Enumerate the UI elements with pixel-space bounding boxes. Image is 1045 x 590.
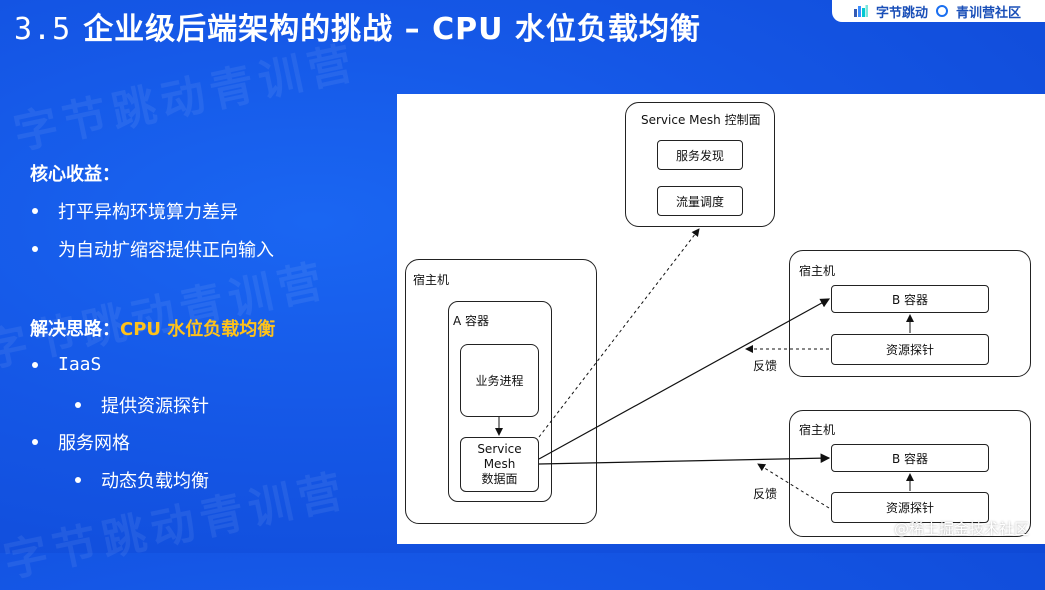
list-item-text: 服务网格: [58, 433, 130, 454]
title-text: 企业级后端架构的挑战 – CPU 水位负载均衡: [83, 12, 701, 47]
list-item-text: 打平异构环境算力差异: [58, 202, 238, 223]
approach-highlight: CPU 水位负载均衡: [120, 319, 276, 340]
sub-list-item: 提供资源探针: [75, 392, 209, 418]
credit-watermark: @稀土掘金技术社区: [893, 520, 1029, 538]
sub-list-item: 动态负载均衡: [75, 467, 209, 493]
bullet-icon: [32, 439, 38, 445]
sidecar-data-plane-box: Service Mesh 数据面: [460, 437, 539, 492]
service-discovery-box: 服务发现: [657, 140, 743, 170]
feedback-top-label: 反馈: [753, 359, 778, 373]
container-a-title: A 容器: [453, 314, 490, 328]
control-plane-title: Service Mesh 控制面: [641, 113, 761, 127]
camp-logo-text: 青训营社区: [956, 5, 1022, 21]
section-number: 3.5: [14, 12, 72, 47]
list-item: 服务网格: [32, 429, 130, 455]
list-item: 打平异构环境算力差异: [32, 198, 238, 224]
business-process-box: 业务进程: [460, 344, 539, 417]
list-item-text: 提供资源探针: [101, 396, 209, 417]
bullet-icon: [32, 361, 38, 368]
list-item-text: 为自动扩缩容提供正向输入: [58, 240, 274, 261]
approach-heading: 解决思路：CPU 水位负载均衡: [30, 319, 276, 340]
host-top-right-title: 宿主机: [799, 264, 836, 278]
bytedance-logo-text: 字节跳动: [876, 5, 929, 21]
list-item-text: 动态负载均衡: [101, 471, 209, 492]
page-title: 3.5 企业级后端架构的挑战 – CPU 水位负载均衡: [14, 4, 701, 48]
arrow-sidecar-to-control: [538, 228, 700, 438]
bullet-icon: [75, 477, 81, 483]
list-item-text: IaaS: [58, 354, 102, 375]
bullet-icon: [75, 402, 81, 408]
container-b-top-box: B 容器: [831, 285, 989, 313]
feedback-bottom-label: 反馈: [753, 487, 778, 501]
bullet-icon: [32, 246, 38, 252]
arrow-feedback-bottom: [757, 463, 830, 509]
arrow-sidecar-to-b-bottom: [538, 453, 831, 465]
bullet-icon: [32, 208, 38, 214]
host-bottom-right-title: 宿主机: [799, 423, 836, 437]
traffic-scheduling-box: 流量调度: [657, 186, 743, 216]
architecture-diagram: Service Mesh 控制面 服务发现 流量调度 宿主机 A 容器 业务进程…: [397, 94, 1045, 544]
probe-top-box: 资源探针: [831, 334, 989, 365]
camp-logo-icon: [936, 5, 949, 17]
benefit-heading: 核心收益：: [30, 164, 120, 185]
probe-bottom-box: 资源探针: [831, 492, 989, 523]
list-item: 为自动扩缩容提供正向输入: [32, 236, 274, 262]
logo-bar: 字节跳动 青训营社区: [832, 0, 1045, 22]
connector-arrows: [495, 228, 914, 509]
arrow-sidecar-to-b-top: [538, 298, 831, 460]
host-left-title: 宿主机: [413, 273, 450, 287]
bytedance-logo-icon: [854, 5, 868, 17]
container-b-bottom-box: B 容器: [831, 444, 989, 472]
list-item: IaaS: [32, 354, 101, 375]
